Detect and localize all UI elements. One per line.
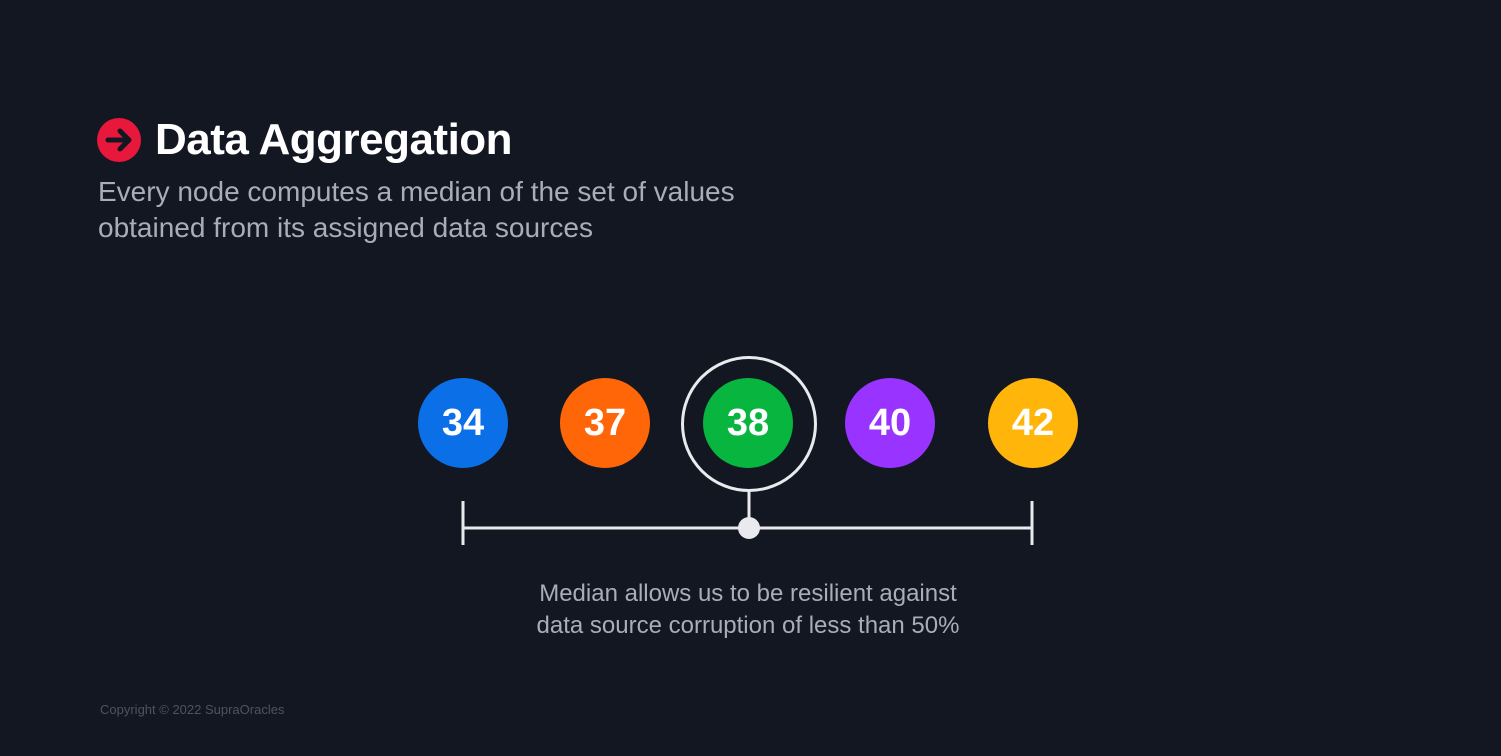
arrow-right-circle-icon xyxy=(97,118,141,162)
subtitle-line: Every node computes a median of the set … xyxy=(98,176,735,207)
value-node-40: 40 xyxy=(845,378,935,468)
page-title: Data Aggregation xyxy=(155,115,513,164)
value-node-37: 37 xyxy=(560,378,650,468)
page-subtitle: Every node computes a median of the set … xyxy=(98,174,858,246)
subtitle-line: obtained from its assigned data sources xyxy=(98,212,593,243)
value-node-38-median: 38 xyxy=(703,378,793,468)
copyright-text: Copyright © 2022 SupraOracles xyxy=(100,702,285,717)
caption-line: data source corruption of less than 50% xyxy=(536,612,960,639)
value-node-34: 34 xyxy=(418,378,508,468)
value-node-42: 42 xyxy=(988,378,1078,468)
median-marker-dot xyxy=(738,517,760,539)
caption: Median allows us to be resilient against… xyxy=(448,578,1048,642)
title-row: Data Aggregation xyxy=(97,114,513,166)
caption-line: Median allows us to be resilient against xyxy=(539,580,957,607)
